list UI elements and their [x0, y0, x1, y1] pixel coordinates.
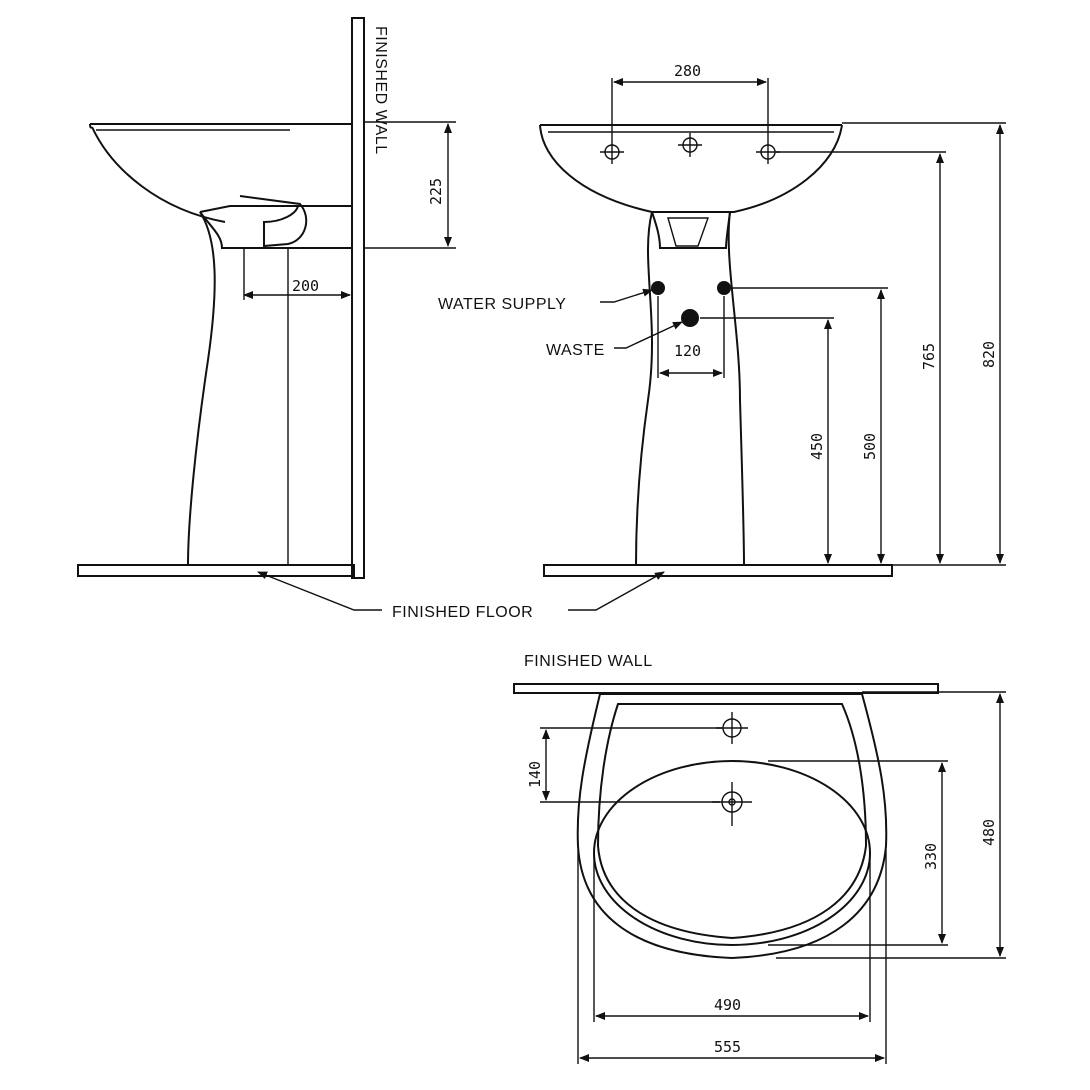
- side-pedestal-top: [199, 205, 352, 249]
- plan-dim-480: 480: [980, 819, 998, 846]
- water-supply-leader: [600, 288, 653, 303]
- front-finished-floor: [543, 564, 893, 577]
- waste-label: WASTE: [546, 342, 605, 359]
- front-dim-120: 120: [674, 342, 701, 360]
- front-dim-820: 820: [980, 341, 998, 368]
- side-finished-floor: [77, 564, 355, 577]
- front-dim-500: 500: [861, 433, 879, 460]
- plan-dim-490: 490: [714, 996, 741, 1014]
- front-dim-280: 280: [674, 62, 701, 80]
- front-water-supply-left: [651, 281, 665, 295]
- front-dim-765: 765: [920, 343, 938, 370]
- front-tap-hole-center: [678, 133, 702, 157]
- front-waste-outlet: [681, 309, 699, 327]
- front-water-supply-right: [717, 281, 731, 295]
- plan-view: FINISHED WALL 140 330: [513, 653, 1006, 1064]
- front-pedestal-inner: [667, 217, 709, 247]
- side-finished-wall: [351, 17, 365, 579]
- finished-floor-label: FINISHED FLOOR: [392, 604, 533, 621]
- plan-basin-outer: [576, 693, 888, 960]
- finished-floor-callout: FINISHED FLOOR: [257, 571, 665, 621]
- side-view: FINISHED WALL 225 200: [77, 17, 456, 579]
- plan-finished-wall-label: FINISHED WALL: [524, 653, 653, 670]
- front-view: WATER SUPPLY WASTE 280 120 450 500 765 8…: [438, 62, 1006, 577]
- side-pedestal-body: [187, 211, 216, 566]
- waste-leader: [614, 321, 683, 349]
- side-dim-200: 200: [292, 277, 319, 295]
- plan-dim-140: 140: [526, 761, 544, 788]
- side-finished-wall-label: FINISHED WALL: [372, 26, 389, 155]
- front-pedestal-body: [635, 211, 745, 566]
- front-tap-hole-left: [600, 140, 624, 164]
- side-dim-225: 225: [427, 178, 445, 205]
- side-trap: [239, 195, 308, 248]
- water-supply-label: WATER SUPPLY: [438, 296, 566, 313]
- plan-dim-555: 555: [714, 1038, 741, 1056]
- plan-dim-330: 330: [922, 843, 940, 870]
- plan-drain: [712, 782, 752, 826]
- front-dim-450: 450: [808, 433, 826, 460]
